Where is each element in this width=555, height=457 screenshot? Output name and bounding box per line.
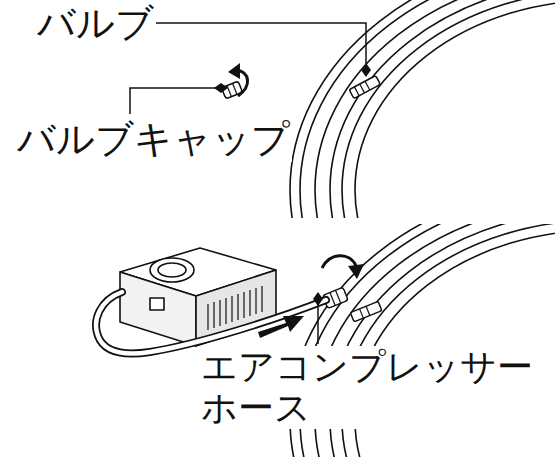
vent bbox=[237, 294, 238, 320]
tire-arc bbox=[290, 0, 555, 218]
gauge-rim bbox=[150, 258, 194, 282]
vent bbox=[249, 290, 250, 316]
vent bbox=[213, 302, 214, 328]
valve-thread bbox=[366, 306, 370, 315]
vent bbox=[219, 300, 220, 326]
part-label: バルブキャップ bbox=[15, 118, 292, 162]
leader-line bbox=[155, 23, 366, 66]
valve-thread bbox=[354, 87, 359, 96]
cap-grip bbox=[233, 83, 237, 94]
leader-diamond bbox=[214, 83, 228, 93]
tire-arc bbox=[300, 0, 555, 218]
valve-stem bbox=[349, 76, 380, 99]
tire-arc bbox=[355, 0, 555, 218]
vent bbox=[225, 298, 226, 324]
valve-stem bbox=[350, 301, 382, 322]
tire bbox=[290, 0, 555, 218]
air-compressor bbox=[120, 248, 276, 346]
vent bbox=[261, 286, 262, 312]
part-label: エアコンプレッサー ホース bbox=[199, 346, 549, 429]
leader-line bbox=[130, 88, 218, 114]
valve-thread bbox=[360, 84, 365, 93]
vent bbox=[231, 296, 232, 322]
cap-grip bbox=[227, 86, 231, 97]
leader-line bbox=[317, 304, 319, 344]
vent bbox=[243, 292, 244, 318]
leader-diamond bbox=[313, 292, 323, 306]
hose bbox=[96, 292, 326, 353]
valve bbox=[350, 301, 382, 322]
valve-thread bbox=[365, 81, 370, 90]
leader-diamond bbox=[361, 63, 371, 77]
part-label: バルブ bbox=[35, 2, 156, 46]
tire-arc bbox=[342, 0, 555, 218]
switch bbox=[150, 298, 164, 310]
fitting-grip bbox=[336, 290, 341, 303]
valve bbox=[349, 76, 380, 99]
fitting-grip bbox=[330, 293, 335, 306]
arrow-head bbox=[348, 264, 364, 279]
tire-arc bbox=[330, 0, 555, 218]
valve-thread bbox=[360, 309, 364, 318]
gauge-face bbox=[158, 263, 186, 277]
vent bbox=[207, 304, 208, 330]
arrow-head bbox=[228, 63, 240, 79]
hose-outline bbox=[96, 292, 326, 353]
push-arrow bbox=[258, 316, 304, 338]
vent bbox=[255, 288, 256, 314]
compressor-front bbox=[120, 272, 196, 346]
tire-arc bbox=[315, 0, 555, 218]
